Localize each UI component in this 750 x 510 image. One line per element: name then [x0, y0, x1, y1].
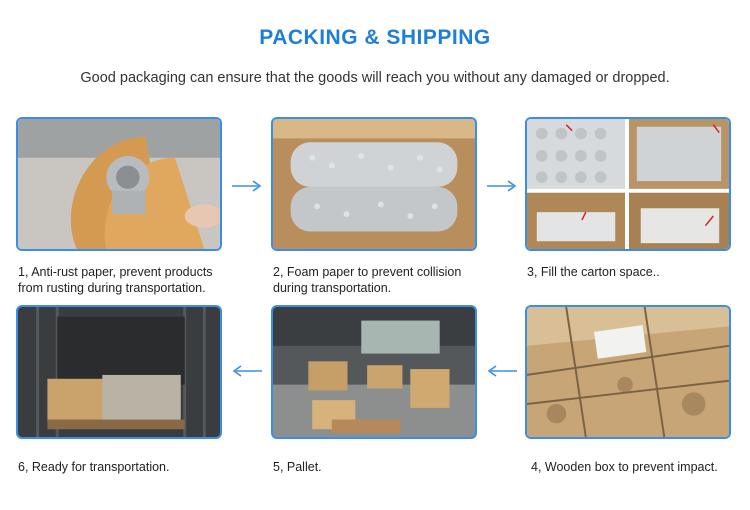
- arrow-left-icon: [232, 365, 262, 377]
- arrow-left-icon: [487, 365, 517, 377]
- step-1-caption: 1, Anti-rust paper, prevent products fro…: [18, 265, 213, 295]
- page-subtitle: Good packaging can ensure that the goods…: [80, 70, 670, 86]
- page-title: PACKING & SHIPPING: [259, 26, 491, 49]
- arrow-right-icon: [487, 180, 517, 192]
- step-3-photo: [525, 117, 731, 251]
- step-1-photo: [16, 117, 222, 251]
- step-5-photo: [271, 305, 477, 439]
- arrow-right-icon: [232, 180, 262, 192]
- step-6-photo: [16, 305, 222, 439]
- step-3-caption: 3, Fill the carton space..: [527, 265, 660, 279]
- step-4-caption: 4, Wooden box to prevent impact.: [531, 460, 718, 474]
- step-6-caption: 6, Ready for transportation.: [18, 460, 170, 474]
- step-5-caption: 5, Pallet.: [273, 460, 322, 474]
- step-2-caption: 2, Foam paper to prevent collision durin…: [273, 265, 462, 295]
- step-2-photo: [271, 117, 477, 251]
- step-4-photo: [525, 305, 731, 439]
